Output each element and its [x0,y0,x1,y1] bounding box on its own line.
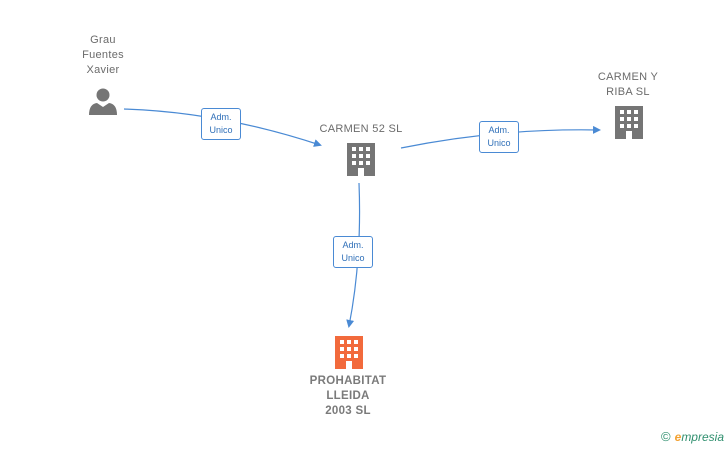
copyright-symbol: © [661,429,671,444]
building-icon-highlighted[interactable] [335,336,363,369]
edge-label-line: Adm. [210,112,232,122]
company-label-line: CARMEN Y [597,71,659,83]
empresia-watermark: ©empresia [661,429,724,444]
edge-label-line: Unico [487,138,511,148]
company-label-prohabitat[interactable]: PROHABITAT LLEIDA 2003 SL [295,374,401,419]
company-label-carmen52[interactable]: CARMEN 52 SL [305,122,417,137]
company-label-line: CARMEN 52 SL [319,123,403,135]
brand-name: mpresia [681,430,724,444]
company-label-line: PROHABITAT [309,375,387,387]
person-label-line: Fuentes [82,49,124,61]
edge-label-line: Adm. [342,240,364,250]
person-label-line: Xavier [86,64,120,76]
person-icon[interactable] [89,88,117,116]
edge-label-line: Adm. [488,125,510,135]
company-label-line: RIBA SL [606,86,650,98]
edge-label-person-carmen52[interactable]: Adm. Unico [201,108,241,140]
edge-label-line: Unico [341,253,365,263]
edge-label-carmen52-prohabitat[interactable]: Adm. Unico [333,236,373,268]
brand-initial: e [674,430,682,444]
company-label-carmenyriba[interactable]: CARMEN Y RIBA SL [586,70,670,100]
company-label-line: LLEIDA [326,390,370,402]
person-label[interactable]: Grau Fuentes Xavier [63,33,143,78]
building-icon[interactable] [615,106,643,139]
edge-label-line: Unico [209,125,233,135]
person-label-line: Grau [90,34,116,46]
company-label-line: 2003 SL [325,405,371,417]
building-icon[interactable] [347,143,375,176]
edge-label-carmen52-carmenyriba[interactable]: Adm. Unico [479,121,519,153]
